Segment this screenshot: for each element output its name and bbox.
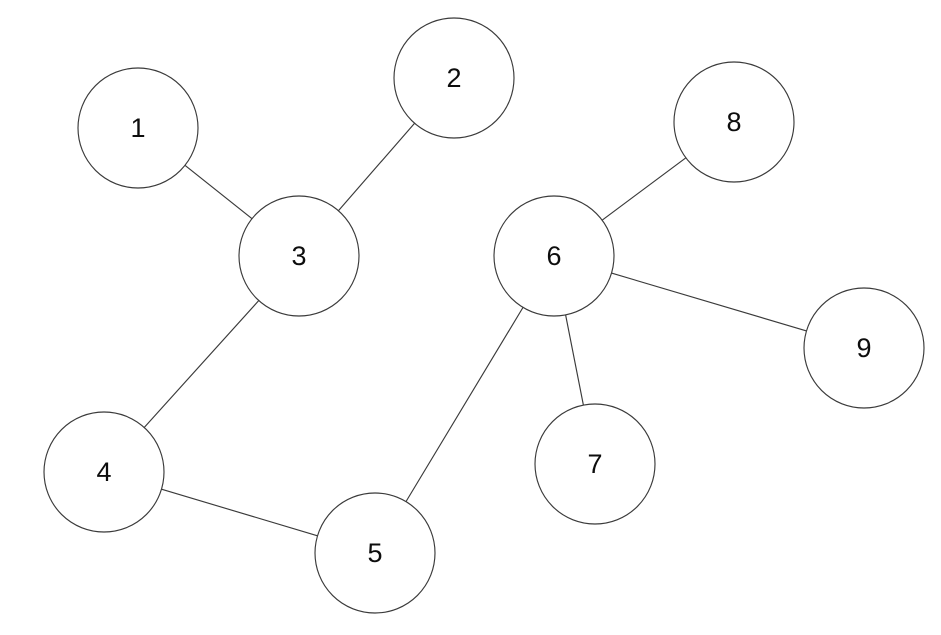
node-label-3: 3 bbox=[291, 241, 306, 271]
node-label-4: 4 bbox=[96, 457, 111, 487]
edge-6-9 bbox=[610, 272, 808, 332]
edge-6-7 bbox=[565, 314, 584, 406]
edge-1-3 bbox=[184, 164, 253, 220]
node-1[interactable]: 1 bbox=[77, 67, 199, 189]
node-3[interactable]: 3 bbox=[238, 195, 360, 317]
node-4[interactable]: 4 bbox=[43, 411, 165, 533]
edge-6-8 bbox=[601, 157, 687, 221]
node-circle-5[interactable] bbox=[314, 492, 436, 614]
node-circle-4[interactable] bbox=[43, 411, 165, 533]
edge-5-6 bbox=[405, 306, 524, 503]
node-circle-2[interactable] bbox=[393, 17, 515, 139]
node-label-7: 7 bbox=[587, 449, 602, 479]
node-6[interactable]: 6 bbox=[493, 195, 615, 317]
node-circle-3[interactable] bbox=[238, 195, 360, 317]
edge-4-5 bbox=[160, 488, 319, 537]
edge-3-4 bbox=[143, 299, 260, 429]
node-label-8: 8 bbox=[726, 107, 741, 137]
node-label-5: 5 bbox=[367, 538, 382, 568]
node-7[interactable]: 7 bbox=[534, 403, 656, 525]
node-5[interactable]: 5 bbox=[314, 492, 436, 614]
node-circle-7[interactable] bbox=[534, 403, 656, 525]
node-label-2: 2 bbox=[446, 63, 461, 93]
node-circle-6[interactable] bbox=[493, 195, 615, 317]
nodes-layer: 1 2 3 4 5 6 7 8 9 bbox=[43, 17, 925, 614]
node-8[interactable]: 8 bbox=[673, 61, 795, 183]
node-circle-1[interactable] bbox=[77, 67, 199, 189]
node-circle-8[interactable] bbox=[673, 61, 795, 183]
edge-2-3 bbox=[337, 122, 416, 212]
node-9[interactable]: 9 bbox=[803, 287, 925, 409]
node-label-9: 9 bbox=[856, 333, 871, 363]
node-2[interactable]: 2 bbox=[393, 17, 515, 139]
node-circle-9[interactable] bbox=[803, 287, 925, 409]
node-label-1: 1 bbox=[130, 113, 145, 143]
edges-layer bbox=[143, 122, 808, 537]
node-label-6: 6 bbox=[546, 241, 561, 271]
